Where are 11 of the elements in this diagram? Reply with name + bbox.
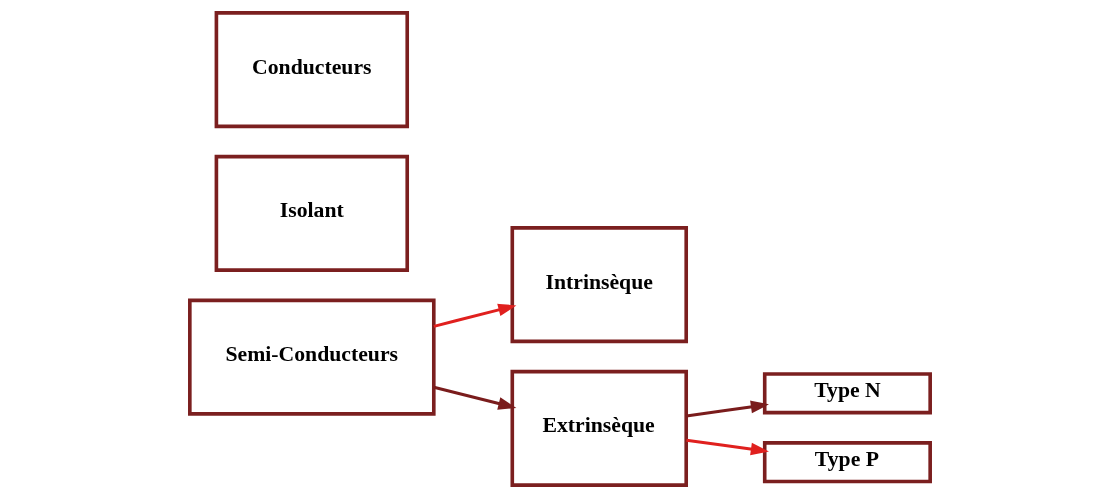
node-box: Extrinsèque: [510, 369, 688, 487]
arrow: [685, 400, 769, 418]
node-box: Type N: [762, 372, 932, 415]
arrow: [433, 385, 516, 410]
node-box: Conducteurs: [214, 11, 409, 129]
node-box: Semi-Conducteurs: [187, 298, 436, 416]
arrow: [433, 303, 516, 328]
node-box: Isolant: [214, 154, 409, 272]
node-box: Type P: [762, 441, 932, 484]
node-box: Intrinsèque: [510, 226, 688, 344]
arrow: [685, 438, 769, 456]
